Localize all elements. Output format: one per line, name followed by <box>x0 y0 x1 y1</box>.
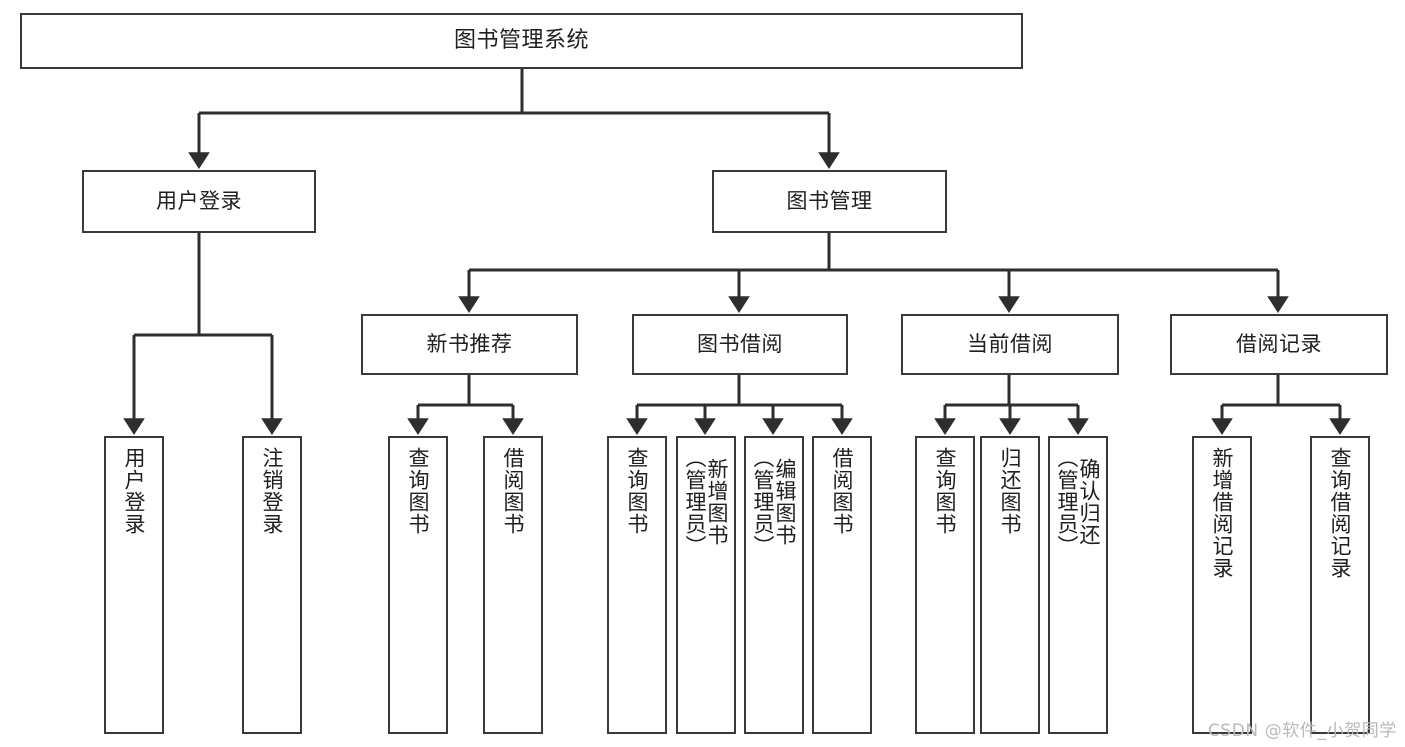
node-user-login[interactable]: 用户登录 <box>82 170 316 233</box>
node-current-borrow[interactable]: 当前借阅 <box>901 314 1119 375</box>
node-label: 新增图书 （管理员） <box>683 447 730 557</box>
node-label: 归还图书 <box>998 447 1023 535</box>
node-label: 当前借阅 <box>967 332 1053 357</box>
node-label: 编辑图书 （管理员） <box>751 447 798 557</box>
node-label: 图书管理系统 <box>453 28 589 54</box>
node-label: 查询图书 <box>406 447 431 535</box>
node-label: 用户登录 <box>122 447 147 535</box>
node-leaf-return-book[interactable]: 归还图书 <box>980 436 1040 734</box>
node-leaf-query-book-1[interactable]: 查询图书 <box>388 436 448 734</box>
node-label: 新增借阅记录 <box>1210 447 1235 579</box>
node-book-manage[interactable]: 图书管理 <box>712 170 947 233</box>
node-label: 注销登录 <box>260 447 285 535</box>
node-label: 新书推荐 <box>426 332 513 357</box>
node-label: 借阅图书 <box>830 447 855 535</box>
node-label: 用户登录 <box>156 189 242 214</box>
node-leaf-edit-book[interactable]: 编辑图书 （管理员） <box>744 436 804 734</box>
node-label: 借阅图书 <box>501 447 526 535</box>
node-leaf-user-login[interactable]: 用户登录 <box>104 436 164 734</box>
node-label: 图书借阅 <box>697 332 783 357</box>
node-label: 查询图书 <box>933 447 958 535</box>
csdn-watermark: CSDN @软件_小贺同学 <box>1207 721 1397 741</box>
node-new-book-recommend[interactable]: 新书推荐 <box>361 314 578 375</box>
node-leaf-add-record[interactable]: 新增借阅记录 <box>1192 436 1252 734</box>
node-book-borrow[interactable]: 图书借阅 <box>632 314 848 375</box>
node-leaf-logout[interactable]: 注销登录 <box>242 436 302 734</box>
node-root-system[interactable]: 图书管理系统 <box>20 13 1023 69</box>
node-leaf-query-record[interactable]: 查询借阅记录 <box>1310 436 1370 734</box>
node-label: 查询借阅记录 <box>1328 447 1353 579</box>
node-leaf-borrow-book-1[interactable]: 借阅图书 <box>483 436 543 734</box>
node-label: 图书管理 <box>786 189 873 214</box>
node-leaf-borrow-book-2[interactable]: 借阅图书 <box>812 436 872 734</box>
node-leaf-confirm-return[interactable]: 确认归还 （管理员） <box>1048 436 1108 734</box>
node-label: 查询图书 <box>625 447 650 535</box>
node-borrow-record[interactable]: 借阅记录 <box>1170 314 1388 375</box>
node-leaf-query-book-2[interactable]: 查询图书 <box>607 436 667 734</box>
node-label: 确认归还 （管理员） <box>1055 447 1102 557</box>
node-label: 借阅记录 <box>1236 332 1322 357</box>
node-leaf-add-book[interactable]: 新增图书 （管理员） <box>676 436 736 734</box>
node-leaf-query-book-3[interactable]: 查询图书 <box>915 436 975 734</box>
